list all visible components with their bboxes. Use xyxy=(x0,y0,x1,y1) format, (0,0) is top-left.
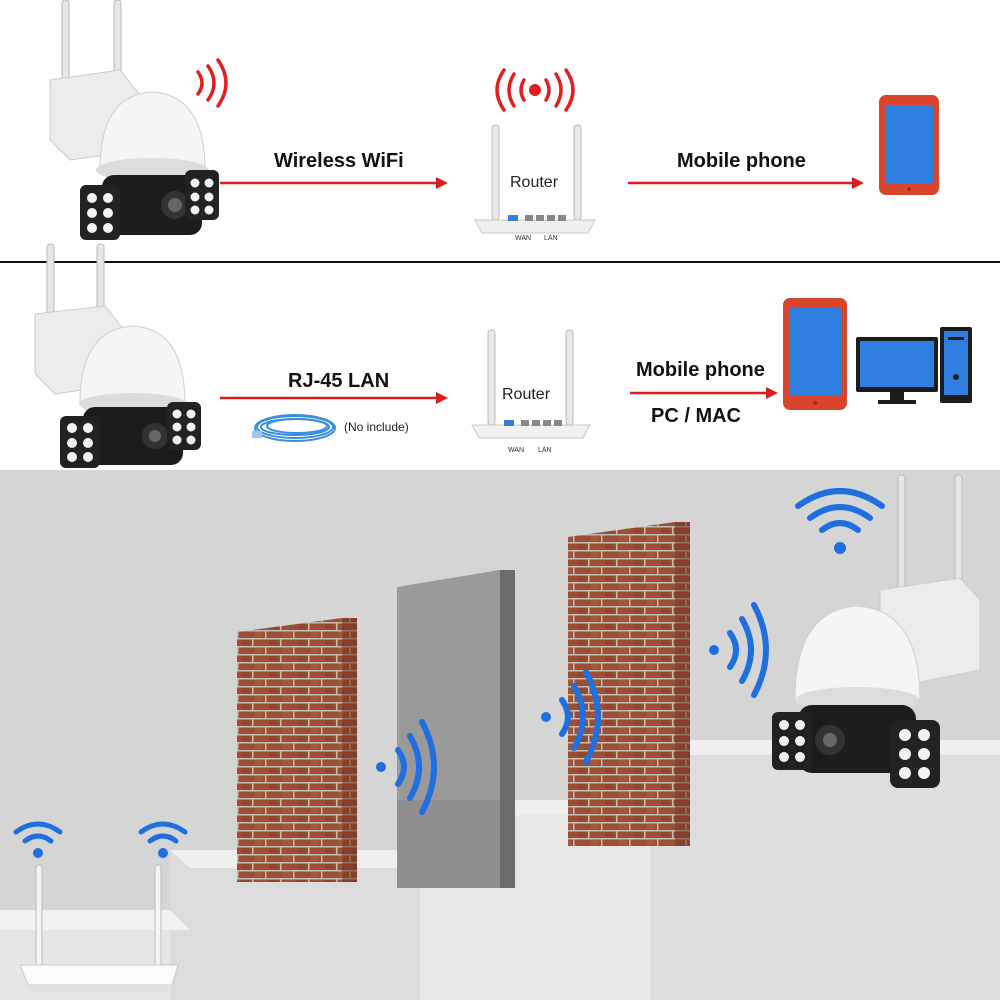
wireless-connection-panel: Wireless WiFi Router WAN LAN Mobile phon… xyxy=(0,0,1000,262)
camera-icon xyxy=(772,474,981,788)
section-divider xyxy=(0,261,1000,263)
wifi-signal-icon xyxy=(138,821,188,858)
camera-icon xyxy=(49,0,219,240)
ethernet-cable-icon xyxy=(252,414,336,442)
wifi-signal-icon xyxy=(795,488,885,554)
camera-icon xyxy=(34,243,201,468)
wifi-signal-icon xyxy=(376,719,437,815)
desktop-pc-icon xyxy=(856,327,972,404)
wireless-wifi-label: Wireless WiFi xyxy=(274,150,404,172)
rj45-lan-label: RJ-45 LAN xyxy=(288,370,390,392)
wall-penetration-scene xyxy=(0,470,1000,1000)
mobile-phone-label: Mobile phone xyxy=(636,359,765,381)
pc-mac-label: PC / MAC xyxy=(651,405,741,427)
mobile-phone-label: Mobile phone xyxy=(677,150,806,172)
arrow-right-icon xyxy=(630,387,778,399)
wan-port-label: WAN xyxy=(515,235,532,242)
router-icon xyxy=(474,68,596,234)
brick-wall-icon xyxy=(237,618,357,882)
router-label: Router xyxy=(502,386,551,403)
brick-wall-icon xyxy=(568,522,690,846)
smartphone-icon xyxy=(783,298,847,410)
arrow-right-icon xyxy=(220,392,448,404)
wifi-signal-icon xyxy=(541,669,601,765)
wifi-signal-icon xyxy=(196,58,228,108)
wifi-signal-icon xyxy=(709,602,769,698)
arrow-right-icon xyxy=(220,177,448,189)
router-label: Router xyxy=(510,174,559,191)
wifi-signal-icon xyxy=(13,821,63,858)
concrete-wall-icon xyxy=(397,570,515,888)
smartphone-icon xyxy=(879,95,939,195)
wired-connection-panel: RJ-45 LAN (No include) Router WAN LAN Mo… xyxy=(0,243,1000,468)
lan-port-label: LAN xyxy=(544,235,558,242)
cable-note-label: (No include) xyxy=(344,420,409,434)
lan-port-label: LAN xyxy=(538,447,552,454)
router-icon xyxy=(471,329,591,439)
wan-port-label: WAN xyxy=(508,447,525,454)
router-icon xyxy=(19,864,179,992)
arrow-right-icon xyxy=(628,177,864,189)
